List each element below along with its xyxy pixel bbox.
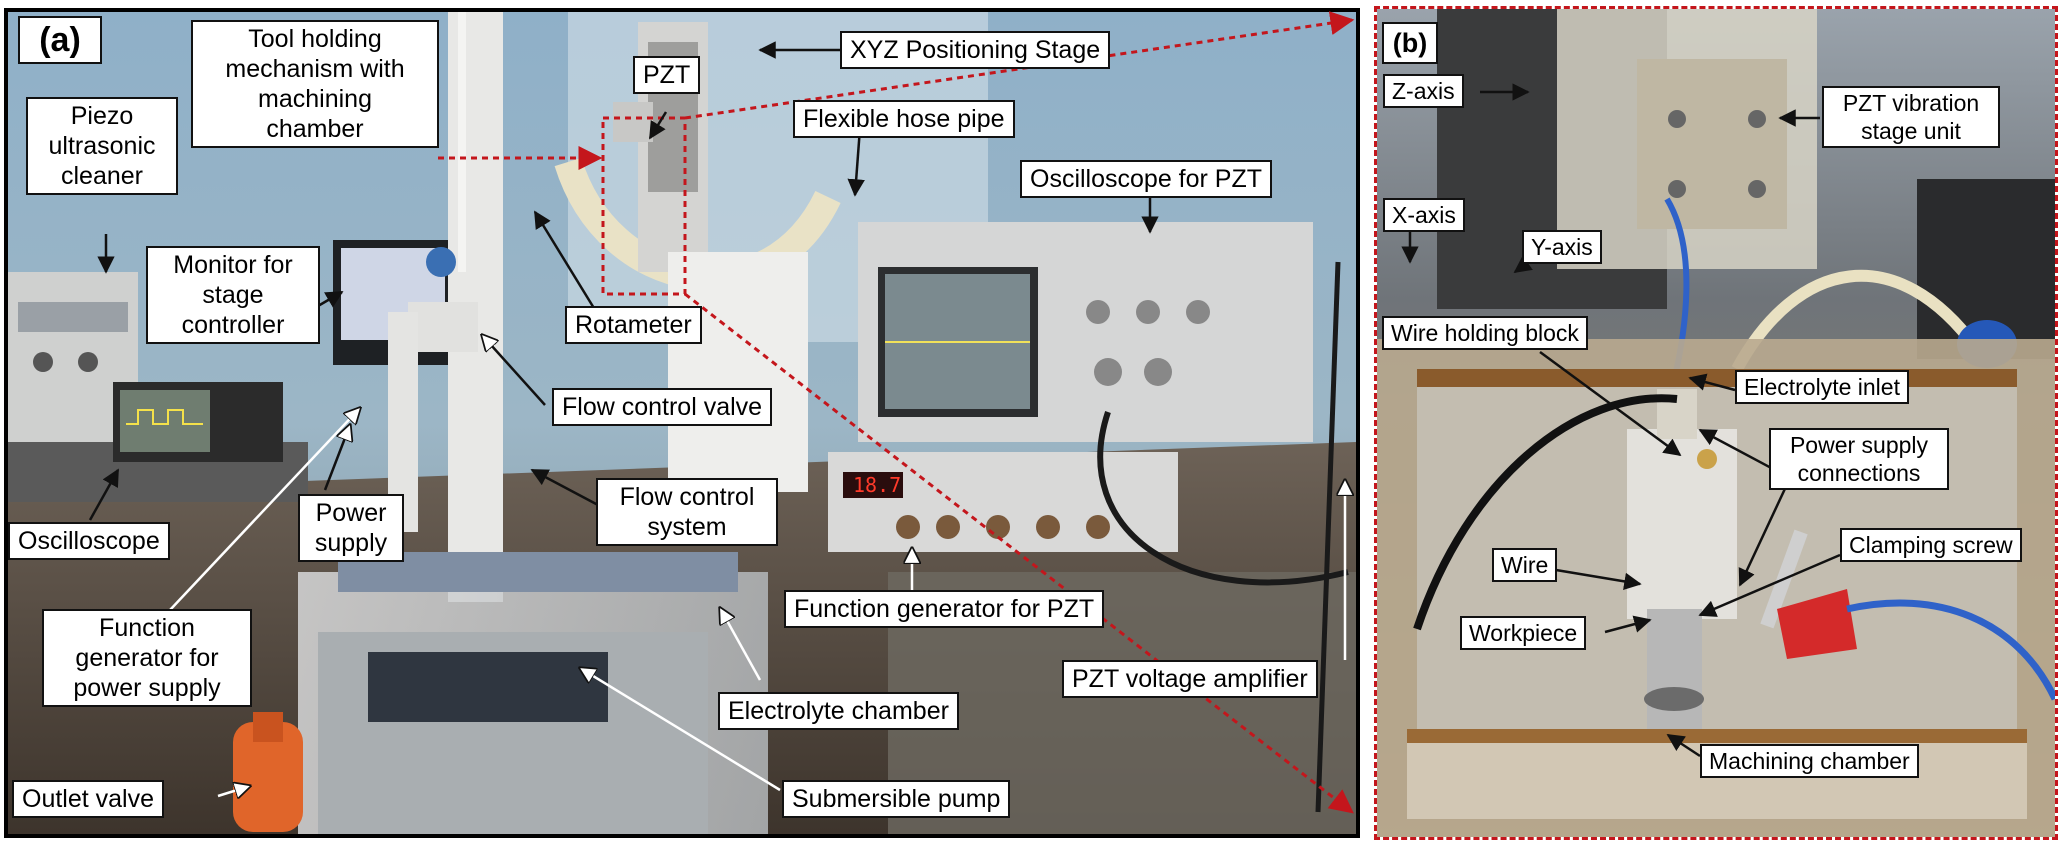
label-pzt-amplifier: PZT voltage amplifier [1062, 660, 1318, 698]
label-workpiece: Workpiece [1460, 616, 1587, 650]
label-y-axis: Y-axis [1522, 230, 1602, 264]
label-oscilloscope: Oscilloscope [8, 522, 170, 560]
label-pzt-vibration-stage: PZT vibration stage unit [1822, 86, 2000, 148]
label-function-gen-pzt: Function generator for PZT [784, 590, 1105, 628]
label-flow-control-system: Flow control system [596, 478, 778, 546]
label-piezo-cleaner: Piezo ultrasonic cleaner [26, 97, 178, 195]
label-tool-holding: Tool holding mechanism with machining ch… [191, 20, 439, 148]
label-xyz-stage: XYZ Positioning Stage [840, 31, 1111, 69]
label-wire: Wire [1492, 548, 1558, 582]
label-z-axis: Z-axis [1383, 74, 1464, 108]
panel-b-tag: (b) [1382, 22, 1438, 64]
label-flow-control-valve: Flow control valve [552, 388, 773, 426]
label-outlet-valve: Outlet valve [12, 780, 165, 818]
svg-text:18.7: 18.7 [853, 473, 901, 497]
label-power-supply-connections: Power supply connections [1769, 428, 1949, 490]
label-monitor: Monitor for stage controller [146, 246, 320, 344]
label-flexible-hose: Flexible hose pipe [793, 100, 1015, 138]
label-rotameter: Rotameter [565, 306, 702, 344]
label-electrolyte-inlet: Electrolyte inlet [1735, 370, 1909, 404]
label-power-supply: Power supply [298, 494, 404, 562]
label-function-gen-power: Function generator for power supply [42, 609, 252, 707]
label-pzt: PZT [633, 56, 701, 94]
label-machining-chamber: Machining chamber [1700, 744, 1919, 778]
label-clamping-screw: Clamping screw [1840, 528, 2022, 562]
label-oscilloscope-pzt: Oscilloscope for PZT [1020, 160, 1273, 198]
label-electrolyte-chamber: Electrolyte chamber [718, 692, 959, 730]
label-submersible-pump: Submersible pump [782, 780, 1011, 818]
label-wire-holding-block: Wire holding block [1382, 316, 1588, 350]
label-x-axis: X-axis [1383, 198, 1465, 232]
panel-a-tag: (a) [18, 16, 102, 64]
